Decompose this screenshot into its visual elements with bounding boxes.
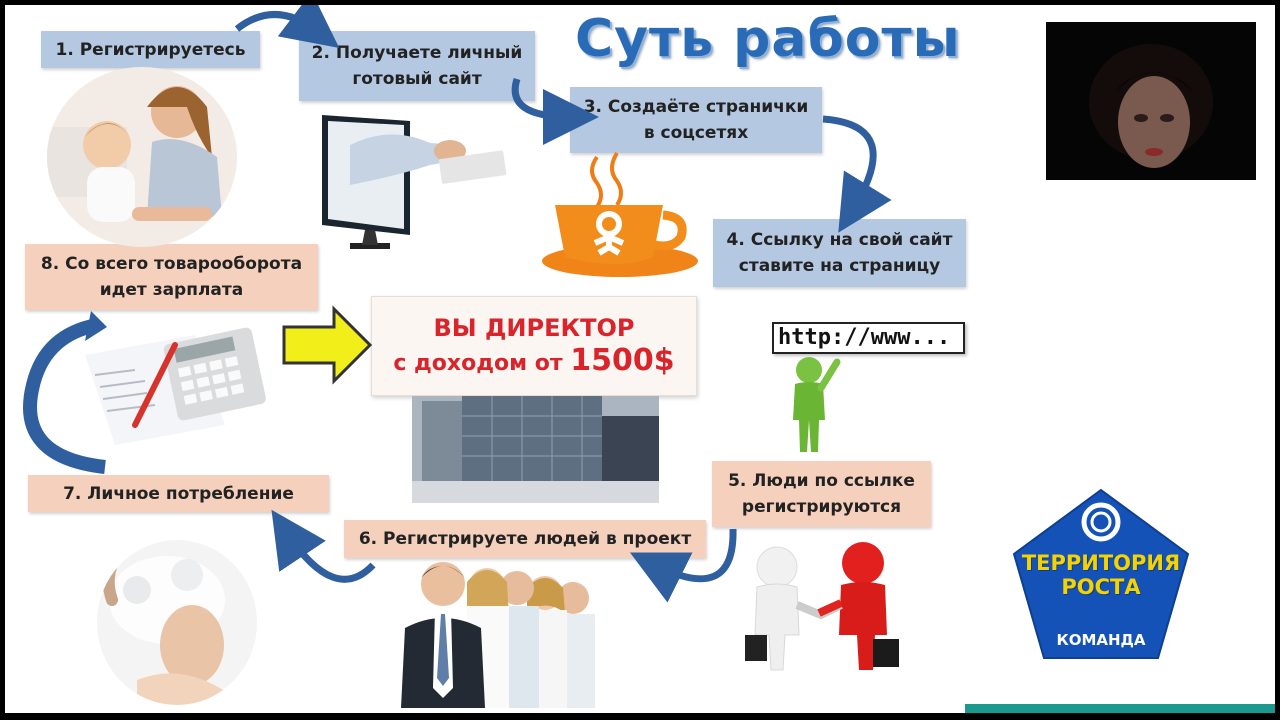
logo-line-2: РОСТА (1061, 575, 1141, 599)
bottom-accent-bar (965, 704, 1275, 713)
curved-arrow-icon (629, 528, 737, 603)
director-income: с доходом от 1500$ (393, 342, 675, 381)
logo-pentagon-icon (1012, 488, 1190, 659)
step-6-box: 6. Регистрируете людей в проект (344, 520, 706, 558)
step-2-box: 2. Получаете личный готовый сайт (299, 31, 535, 101)
step-3-box: 3. Создаёте странички в соцсетях (570, 87, 822, 153)
curved-arrow-icon (822, 115, 892, 233)
step-5-box: 5. Люди по ссылке регистрируются (712, 461, 931, 527)
flow-arrows (23, 5, 892, 603)
curved-arrow-icon (234, 5, 340, 48)
calculator-icon (85, 327, 266, 445)
mother-child-photo (47, 67, 237, 247)
step-1-box: 1. Регистрируетесь (41, 31, 260, 68)
curved-arrow-icon (511, 77, 599, 145)
logo-team: КОМАНДА (1056, 631, 1146, 649)
handshake-figures-icon (745, 542, 899, 671)
director-box: ВЫ ДИРЕКТОР с доходом от 1500$ (371, 296, 697, 396)
step-8-label: 8. Со всего товарооборота идет зарплата (40, 254, 303, 300)
director-income-amount: 1500$ (570, 342, 675, 378)
step-7-box: 7. Личное потребление (28, 475, 329, 512)
step-4-label: 4. Ссылку на свой сайт ставите на страни… (726, 230, 953, 276)
business-team-icon (401, 562, 595, 708)
curved-arrow-icon (23, 318, 106, 474)
curved-arrow-icon (85, 311, 107, 341)
step-1-label: 1. Регистрируетесь (55, 39, 246, 60)
slide: Суть работы 1. Регистрируетесь 2. Получа… (5, 5, 1275, 713)
url-label: http://www... (772, 322, 965, 354)
ok-cup-icon (542, 151, 698, 277)
hair-wash-photo (97, 540, 257, 705)
webcam-person-icon (1089, 44, 1213, 168)
territoriya-rosta-logo: ТЕРРИТОРИЯ РОСТА КОМАНДА (1010, 486, 1192, 661)
step-8-box: 8. Со всего товарооборота идет зарплата (25, 244, 318, 310)
slide-title: Суть работы (575, 9, 961, 69)
step-7-label: 7. Личное потребление (63, 483, 294, 504)
yellow-arrow-icon (282, 305, 373, 385)
step-2-label: 2. Получаете личный готовый сайт (311, 43, 523, 89)
building-photo (412, 396, 659, 503)
curved-arrow-icon (271, 509, 376, 583)
step-5-label: 5. Люди по ссылке регистрируются (728, 471, 915, 517)
step-6-label: 6. Регистрируете людей в проект (358, 529, 692, 549)
director-income-prefix: с доходом от (393, 350, 571, 376)
step-4-box: 4. Ссылку на свой сайт ставите на страни… (713, 219, 966, 287)
green-figure-icon (793, 357, 841, 452)
logo-line-1: ТЕРРИТОРИЯ (1021, 551, 1181, 575)
director-title: ВЫ ДИРЕКТОР (433, 313, 635, 342)
monitor-icon (322, 115, 507, 249)
webcam-video (1046, 22, 1256, 180)
